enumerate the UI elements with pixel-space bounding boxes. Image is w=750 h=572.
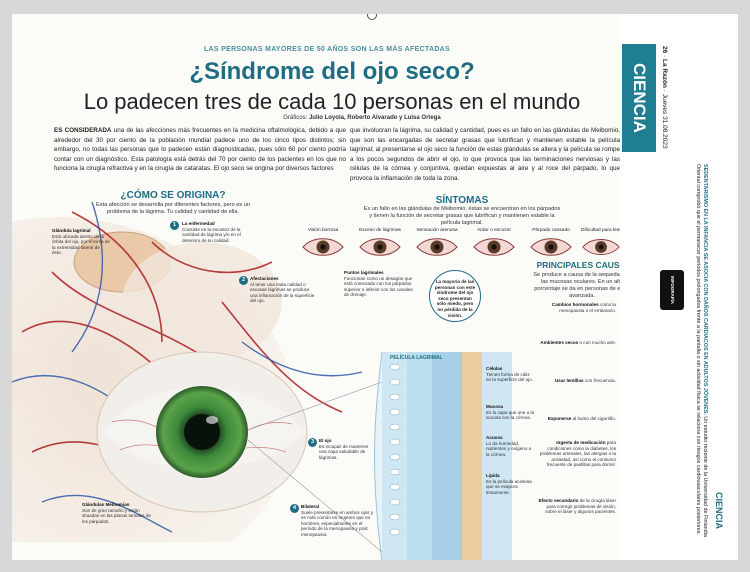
callout-bubble: La mayoría de las personas con este sínd… xyxy=(429,270,481,322)
step-4-number: 4 xyxy=(290,504,299,513)
origin-title: ¿CÓMO SE ORIGINA? xyxy=(120,190,226,201)
symptoms-title: SÍNTOMAS xyxy=(435,195,489,206)
page-title: ¿Síndrome del ojo seco? xyxy=(189,58,475,85)
symptoms-subtitle: Es un fallo en las glándulas de Meibomio… xyxy=(363,206,561,226)
symptom-item: Párpado cansado xyxy=(528,228,574,258)
bottom-section-label: CIENCIA xyxy=(714,492,724,530)
intro-lead: ES CONSIDERADA xyxy=(54,127,112,134)
eye-illustration xyxy=(12,201,512,560)
cause-item: Ingesta de medicación para condiciones c… xyxy=(539,440,616,468)
edition-line: 26 · La Razón · Jueves 31.08.2023 xyxy=(661,46,668,149)
infografia-badge: INFOGRAFÍA xyxy=(660,270,684,310)
symptom-item: Exceso de lágrimas xyxy=(357,228,403,258)
eye-icon xyxy=(416,238,458,256)
cause-item: Exponerse al humo del cigarrillo. xyxy=(547,416,616,421)
cause-item: Cambios hormonales como la menopausia o … xyxy=(551,302,616,313)
symptom-item: Sensación arenosa xyxy=(414,228,460,258)
eye-icon xyxy=(473,238,515,256)
newspaper-page: LAS PERSONAS MAYORES DE 50 AÑOS SON LAS … xyxy=(12,14,738,560)
symptom-item: Ardor o escozor xyxy=(471,228,517,258)
tear-film-title: PELÍCULA LAGRIMAL xyxy=(390,355,443,361)
cause-item: Efecto secundario de la cirugía láser pa… xyxy=(538,498,616,515)
side-strip: CIENCIA 26 · La Razón · Jueves 31.08.202… xyxy=(620,14,738,560)
causes-subtitle: Se produce a causa de la sequedad de las… xyxy=(533,272,631,299)
eye-icon xyxy=(582,239,620,255)
page-subtitle: Lo padecen tres de cada 10 personas en e… xyxy=(83,89,581,114)
cause-item: Usar lentillas con frecuencia. xyxy=(554,378,616,383)
step-3-number: 3 xyxy=(308,438,317,447)
cause-item: Ambientes secos o con mucho aire. xyxy=(540,340,616,345)
graphics-credits: Gráficos: Julio Loyola, Roberto Alvarado… xyxy=(283,115,441,121)
eye-icon xyxy=(530,238,572,256)
step-2-number: 2 xyxy=(239,276,248,285)
registration-mark-top xyxy=(367,14,377,20)
causes-title: PRINCIPALES CAUSAS xyxy=(536,260,632,270)
kicker: LAS PERSONAS MAYORES DE 50 AÑOS SON LAS … xyxy=(203,46,451,53)
step-1-number: 1 xyxy=(170,221,179,230)
intro-right-column: que involucran la lágrima, su calidad y … xyxy=(350,127,620,182)
news-brief: SEDENTARISMO EN LA INFANCIA SE ASOCIA CO… xyxy=(694,164,708,537)
origin-subtitle: Esta afección se desarrolla por diferent… xyxy=(96,202,250,215)
symptom-item: Dificultad para leer xyxy=(578,228,624,258)
intro-left-column: ES CONSIDERADA una de las afecciones más… xyxy=(54,127,346,173)
eye-icon xyxy=(359,238,401,256)
section-banner: CIENCIA xyxy=(622,44,656,152)
eye-icon xyxy=(302,238,344,256)
symptom-item: Visión borrosa xyxy=(300,228,346,258)
